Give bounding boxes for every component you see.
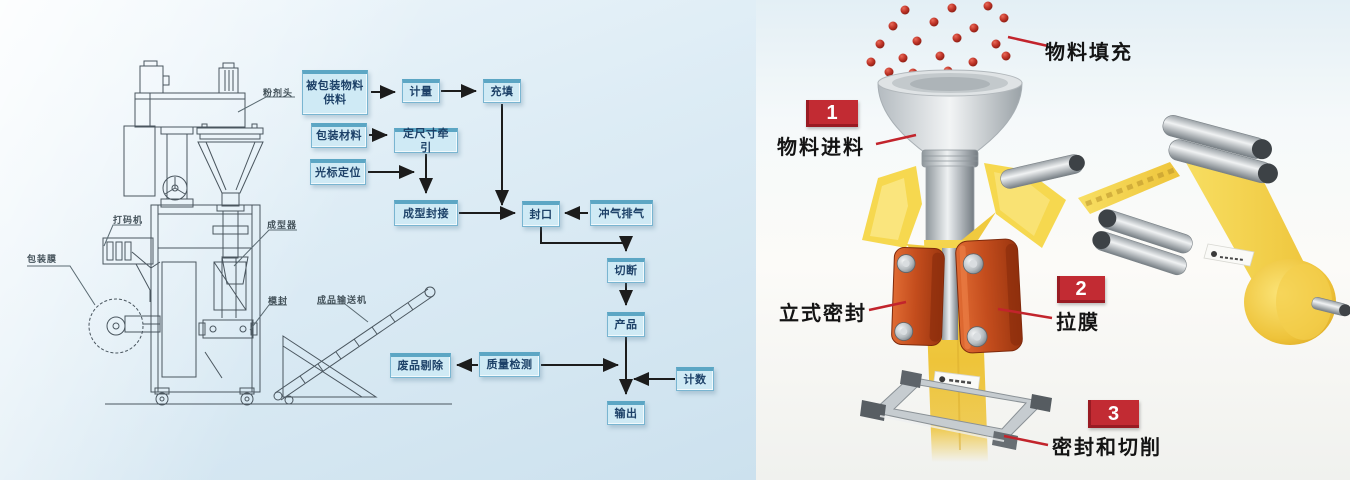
label-former: 成型器	[267, 220, 298, 230]
hopper-flange	[196, 127, 264, 135]
label-leader-lines	[27, 96, 369, 331]
label-packaging-film: 包装膜	[27, 254, 58, 264]
conveyor-drawing	[273, 286, 436, 405]
roller-pair-right	[1162, 115, 1278, 184]
seal-block-right	[955, 238, 1023, 354]
coder-device	[102, 237, 161, 302]
label-coder: 打码机	[113, 215, 144, 225]
render-panel: 物料填充 1 物料进料 立式密封 2 拉膜 3 密封和切削	[756, 0, 1350, 480]
body-door	[161, 261, 197, 378]
machine-line-art	[27, 60, 675, 406]
flow-box-product: 产品	[607, 312, 645, 337]
label-mold-seal: 模封	[268, 296, 289, 306]
roller-upper	[1000, 154, 1085, 189]
film-roll	[1244, 259, 1350, 345]
label-powder-head: 粉剂头	[263, 88, 294, 98]
label-conveyor: 成品输送机	[317, 295, 368, 305]
flow-box-quality-inspection: 质量检测	[479, 352, 540, 377]
label-material-fill: 物料填充	[1045, 42, 1133, 64]
step-badge-1: 1	[806, 100, 858, 127]
flow-box-cutting: 切断	[607, 258, 645, 283]
casters	[154, 387, 255, 406]
step-badge-2: 2	[1057, 276, 1105, 303]
roller-pair-mid	[1092, 209, 1193, 276]
film-roll-schematic	[88, 298, 161, 354]
machine-render	[860, 1, 1350, 462]
schematic-panel: 粉剂头 打码机 成型器 包装膜 模封 成品输送机 被包装物料供料 计量 充填 包…	[0, 0, 756, 480]
flow-box-filling: 充填	[483, 79, 521, 103]
machine-body	[150, 204, 261, 393]
flow-box-form-sealing: 成型封接	[394, 200, 458, 226]
motor-left	[139, 65, 164, 94]
flow-box-sealing: 封口	[522, 201, 560, 227]
top-frame	[134, 92, 246, 128]
step-badge-3: 3	[1088, 400, 1139, 428]
label-seal-and-cut: 密封和切削	[1052, 437, 1162, 459]
flow-box-length-pulling: 定尺寸牵引	[394, 128, 458, 154]
funnel	[877, 69, 1023, 168]
flow-box-metering: 计量	[402, 79, 440, 103]
flow-box-packaging-material: 包装材料	[311, 123, 367, 148]
flow-box-output: 输出	[607, 401, 645, 425]
flow-box-material-supply: 被包装物料供料	[302, 70, 368, 115]
flow-box-gas-flush: 冲气排气	[590, 200, 653, 226]
red-leader-lines	[868, 35, 1053, 447]
flow-arrows	[368, 84, 675, 395]
film-web	[1078, 152, 1320, 295]
seal-block-left	[891, 246, 945, 346]
flow-box-mark-positioning: 光标定位	[310, 159, 366, 185]
mold-seal-assembly	[198, 319, 258, 339]
flow-box-reject-removal: 废品剔除	[390, 353, 451, 378]
former-device	[221, 256, 249, 285]
label-vertical-seal: 立式密封	[779, 303, 867, 325]
hopper-funnel	[197, 141, 264, 194]
machine-drawing	[88, 60, 452, 406]
label-material-infeed: 物料进料	[777, 137, 865, 159]
tube-sliver	[942, 248, 958, 340]
flow-box-counting: 计数	[676, 367, 714, 391]
handwheel	[162, 175, 188, 201]
cut-frame	[860, 370, 1052, 450]
label-film-pulling: 拉膜	[1056, 312, 1100, 334]
